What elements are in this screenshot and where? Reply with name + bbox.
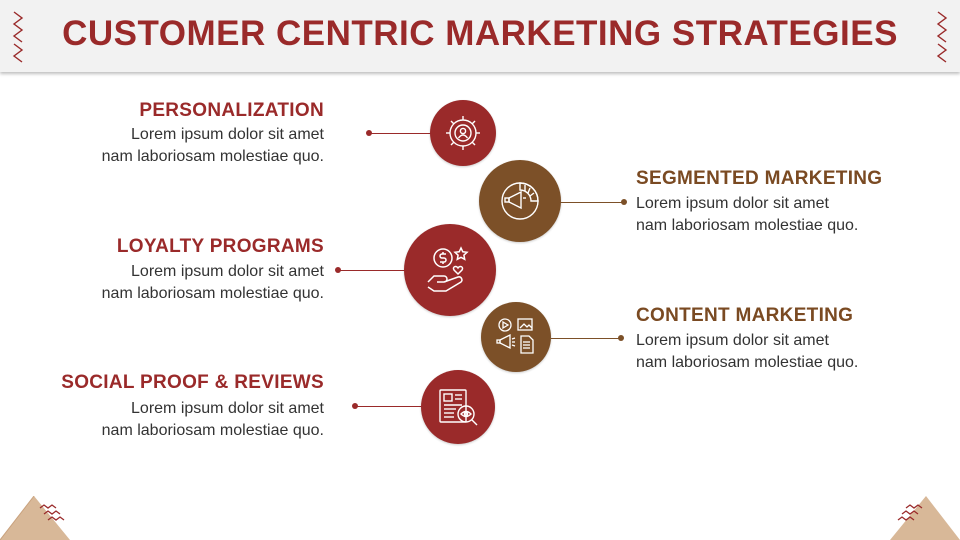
item-desc-line1: Lorem ipsum dolor sit amet xyxy=(131,400,324,417)
connector-line xyxy=(560,202,624,203)
item-desc-line2: nam laboriosam molestiae quo. xyxy=(101,285,324,302)
zigzag-right-icon xyxy=(936,11,948,63)
zigzag-left-icon xyxy=(12,11,24,63)
content-circle xyxy=(481,302,551,372)
item-title: LOYALTY PROGRAMS xyxy=(116,236,324,257)
item-title: SOCIAL PROOF & REVIEWS xyxy=(61,372,324,393)
personalization-circle xyxy=(430,100,496,166)
corner-decoration-left-icon xyxy=(0,496,70,540)
item-desc-line2: nam laboriosam molestiae quo. xyxy=(101,422,324,439)
item-desc-line2: nam laboriosam molestiae quo. xyxy=(636,217,859,234)
item-desc-line1: Lorem ipsum dolor sit amet xyxy=(636,332,829,349)
segmented-circle xyxy=(479,160,561,242)
item-desc-line1: Lorem ipsum dolor sit amet xyxy=(636,195,829,212)
connector-line xyxy=(355,406,422,407)
title-bar: CUSTOMER CENTRIC MARKETING STRATEGIES xyxy=(0,0,960,72)
connector-line xyxy=(551,338,621,339)
item-title: CONTENT MARKETING xyxy=(636,305,854,326)
review-search-icon xyxy=(439,389,478,426)
megaphone-chart-icon xyxy=(501,182,539,220)
connector-dot xyxy=(618,335,624,341)
item-desc-line2: nam laboriosam molestiae quo. xyxy=(101,148,324,165)
item-desc-line1: Lorem ipsum dolor sit amet xyxy=(131,126,324,143)
hand-dollar-icon xyxy=(427,246,469,292)
social-proof-circle xyxy=(421,370,495,444)
connector-line xyxy=(369,133,431,134)
media-megaphone-icon xyxy=(496,318,534,354)
item-desc-line2: nam laboriosam molestiae quo. xyxy=(636,354,859,371)
connector-line xyxy=(338,270,406,271)
item-title: PERSONALIZATION xyxy=(139,100,324,121)
user-gear-icon xyxy=(446,116,480,150)
loyalty-circle xyxy=(404,224,496,316)
corner-decoration-right-icon xyxy=(890,496,960,540)
page-title: CUSTOMER CENTRIC MARKETING STRATEGIES xyxy=(62,14,898,53)
item-desc-line1: Lorem ipsum dolor sit amet xyxy=(131,263,324,280)
connector-dot xyxy=(621,199,627,205)
item-title: SEGMENTED MARKETING xyxy=(636,168,883,189)
